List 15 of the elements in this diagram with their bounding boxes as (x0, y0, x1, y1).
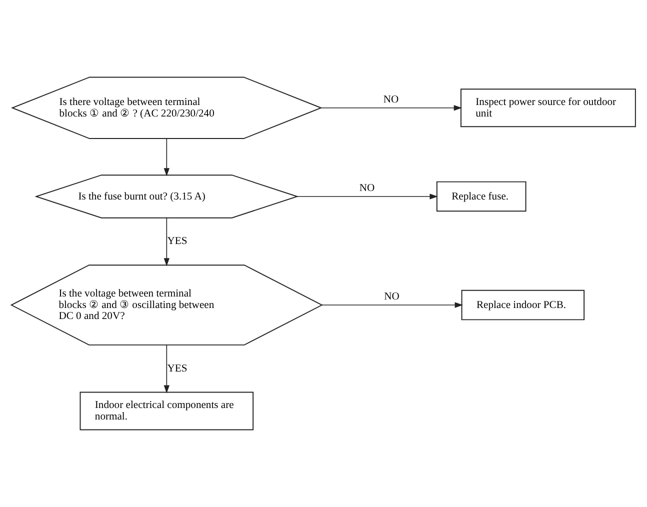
edge-label: YES (167, 363, 188, 374)
arrow (164, 138, 170, 176)
edge-label: NO (384, 292, 400, 303)
arrow (164, 344, 170, 394)
arrow (164, 218, 170, 266)
arrow (296, 194, 438, 200)
edge-label: YES (167, 236, 188, 248)
node-box: Replace indoor PCB. (461, 290, 585, 320)
node-box: Replace fuse. (436, 181, 526, 212)
node-box: Indoor electrical components are normal. (80, 392, 254, 430)
node-box: Inspect power source for outdoor unit (460, 88, 636, 128)
edge-label: NO (383, 94, 399, 106)
arrow (320, 105, 462, 111)
arrow (321, 302, 463, 308)
edge-label: NO (359, 183, 375, 194)
